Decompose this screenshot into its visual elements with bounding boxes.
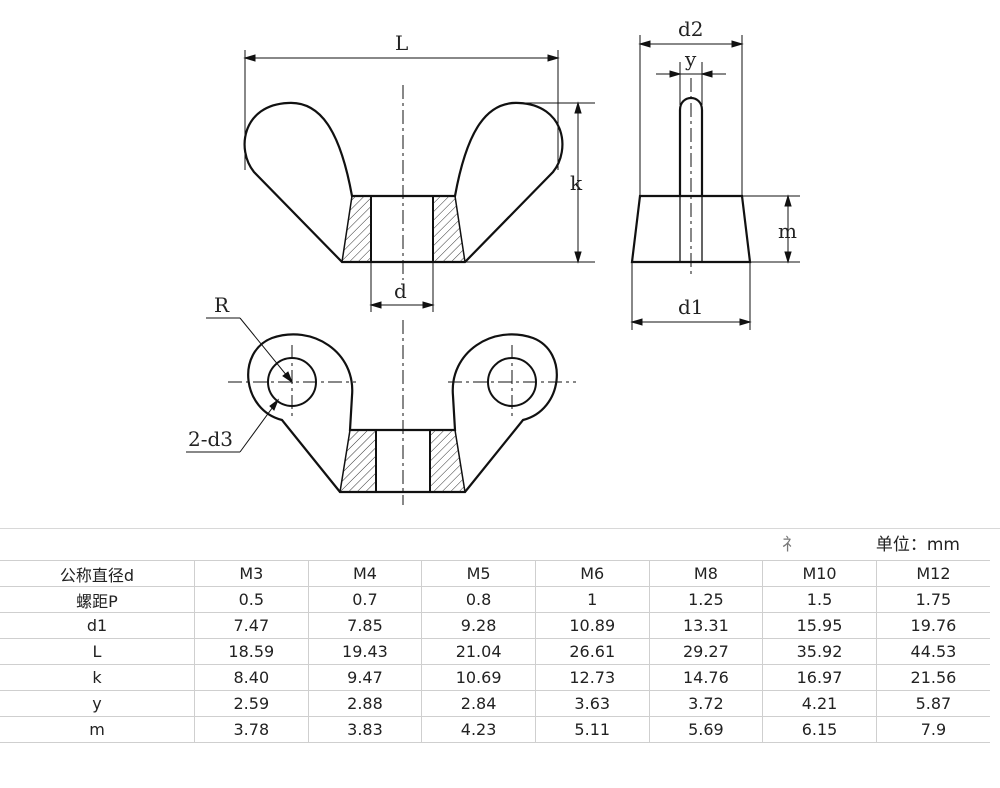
label-d: d [394,279,407,303]
label-R: R [214,293,230,317]
table-cell: 3.72 [648,690,763,717]
table-cell: 9.47 [307,664,422,691]
bottom-section-hatch-left [339,429,377,493]
table-cell: 13.31 [648,612,763,639]
table-row: d1 7.47 7.85 9.28 10.89 13.31 15.95 19.7… [0,612,990,639]
table-cell: 5.11 [534,716,650,743]
table-cell: 14.76 [648,664,763,691]
table-cell: 1.25 [648,586,763,613]
dim-R [206,317,294,384]
table-cell: 10.69 [421,664,536,691]
table-cell: 44.53 [875,638,990,665]
table-cell: M8 [648,560,763,587]
row-header: d1 [0,612,195,639]
table-cell: 2.59 [194,690,309,717]
wing-nut-drawing: L k d d2 y [186,17,800,505]
row-header: L [0,638,195,665]
table-cell: 16.97 [762,664,877,691]
table-cell: M5 [421,560,536,587]
row-header: y [0,690,195,717]
table-row: m 3.78 3.83 4.23 5.11 5.69 6.15 7.9 [0,716,990,743]
table-cell: M4 [307,560,422,587]
table-cell: 35.92 [762,638,877,665]
table-cell: M3 [194,560,309,587]
table-row: 螺距P 0.5 0.7 0.8 1 1.25 1.5 1.75 [0,586,990,613]
partial-glyph: 礻 [782,535,799,555]
table-cell: 6.15 [762,716,877,743]
bottom-centerlines [228,320,576,505]
front-section-hatch-right [432,195,466,263]
table-cell: 1 [534,586,650,613]
table-cell: 4.21 [762,690,877,717]
label-k: k [570,171,583,195]
row-header: 螺距P [0,586,195,613]
spec-table: 公称直径d M3 M4 M5 M6 M8 M10 M12 螺距P 0.5 0.7… [0,560,990,743]
table-row: y 2.59 2.88 2.84 3.63 3.72 4.21 5.87 [0,690,990,717]
table-cell: 5.87 [875,690,990,717]
table-cell: 3.78 [194,716,309,743]
label-d1: d1 [678,295,704,319]
table-cell: 0.5 [194,586,309,613]
table-cell: 1.75 [875,586,990,613]
table-cell: 2.88 [307,690,422,717]
table-cell: 21.04 [421,638,536,665]
table-cell: 4.23 [421,716,536,743]
table-cell: 0.7 [307,586,422,613]
table-cell: 9.28 [421,612,536,639]
bottom-section-hatch-right [429,429,466,493]
dim-y [656,62,726,105]
dim-m [742,194,800,264]
table-row: 公称直径d M3 M4 M5 M6 M8 M10 M12 [0,560,990,587]
dim-d3 [186,398,280,453]
table-cell: 7.9 [875,716,990,743]
table-cell: 3.63 [534,690,650,717]
row-header: k [0,664,195,691]
table-cell: 29.27 [648,638,763,665]
table-row: k 8.40 9.47 10.69 12.73 14.76 16.97 21.5… [0,664,990,691]
table-cell: M12 [875,560,990,587]
dim-d [369,262,435,312]
table-cell: 3.83 [307,716,422,743]
table-cell: 26.61 [534,638,650,665]
label-m: m [778,219,797,243]
dim-d1 [630,262,752,330]
table-cell: 0.8 [421,586,536,613]
unit-label: 单位：mm [875,535,960,555]
row-header: 公称直径d [0,560,195,587]
table-cell: 8.40 [194,664,309,691]
table-cell: 10.89 [534,612,650,639]
table-cell: M10 [762,560,877,587]
table-cell: 5.69 [648,716,763,743]
dim-k [465,101,595,264]
front-section-hatch-left [341,195,372,263]
dim-d2 [638,35,744,196]
unit-row: 礻 单位：mm [0,530,1000,560]
table-cell: 1.5 [762,586,877,613]
table-cell: 7.47 [194,612,309,639]
table-cell: 7.85 [307,612,422,639]
table-cell: 12.73 [534,664,650,691]
dim-L [243,50,560,170]
table-cell: 21.56 [875,664,990,691]
table-cell: 19.76 [875,612,990,639]
row-header: m [0,716,195,743]
table-cell: 19.43 [307,638,422,665]
table-cell: 2.84 [421,690,536,717]
table-cell: 18.59 [194,638,309,665]
label-L: L [395,31,408,55]
table-cell: 15.95 [762,612,877,639]
table-row: L 18.59 19.43 21.04 26.61 29.27 35.92 44… [0,638,990,665]
table-cell: M6 [534,560,650,587]
label-d3: 2-d3 [188,427,233,451]
label-y: y [684,47,697,71]
separator-line [0,528,1000,529]
label-d2: d2 [678,17,704,41]
